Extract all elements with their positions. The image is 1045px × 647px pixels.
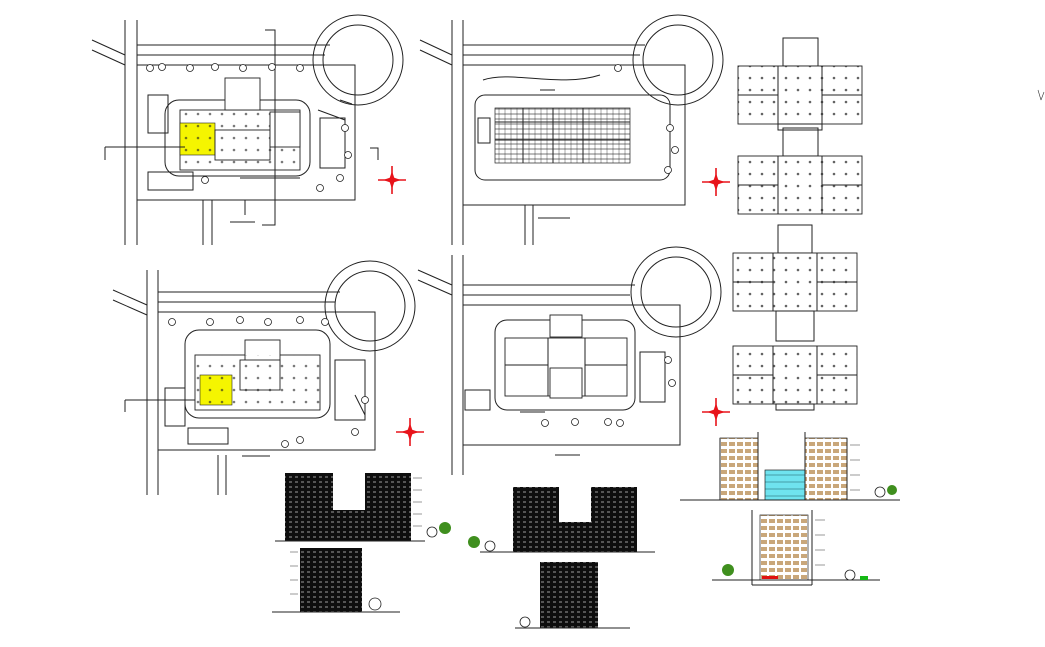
elevation-end <box>515 562 630 629</box>
floor-plan-1 <box>737 37 863 131</box>
site-plan-roof <box>417 246 731 475</box>
parking-grid <box>494 107 631 164</box>
elevation-rear <box>468 487 655 553</box>
floor-plan-4 <box>732 345 858 411</box>
north-arrow-icon <box>395 417 425 447</box>
site-plan-first-floor <box>112 260 425 495</box>
site-plan-ground-floor <box>91 14 407 245</box>
elevation-side <box>272 548 400 613</box>
floor-plan-3 <box>732 224 858 342</box>
north-arrow-icon <box>701 397 731 427</box>
elevation-front <box>275 473 451 542</box>
tree-row <box>146 63 352 192</box>
floor-plan-2 <box>737 127 863 215</box>
site-plan-basement-parking <box>419 14 731 245</box>
north-arrow-icon <box>701 167 731 197</box>
north-arrow-icon <box>377 165 407 195</box>
section-b <box>712 510 880 586</box>
edge-mark <box>1037 89 1045 101</box>
section-a <box>680 432 900 501</box>
